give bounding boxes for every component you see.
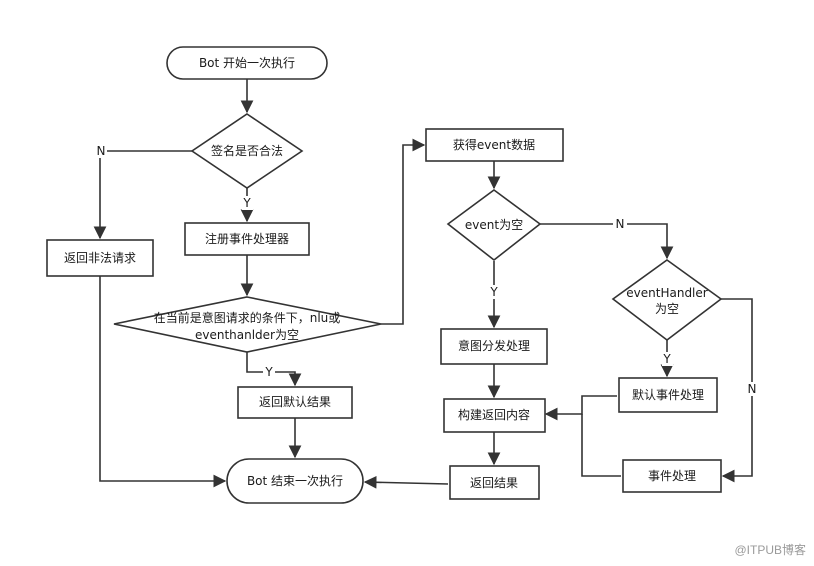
node-return-default: 返回默认结果 [237,386,353,419]
edge-return-to-end [363,475,449,489]
node-event-handler-empty: eventHandler 为空 [611,259,723,342]
node-start: Bot 开始一次执行 [166,46,328,80]
start-label: Bot 开始一次执行 [199,56,295,70]
edge-default-event-to-build [544,395,617,421]
edge-illegal-to-end [99,276,227,488]
event-yes-label: Y [489,285,498,299]
node-event-handling: 事件处理 [622,459,722,493]
event-handler-empty-label-line2: 为空 [655,302,679,316]
event-handling-label: 事件处理 [648,469,696,483]
default-event-handling-label: 默认事件处理 [632,387,704,402]
node-register-handlers: 注册事件处理器 [184,222,310,256]
handler-yes-label: Y [662,352,671,366]
event-empty-label: event为空 [465,218,523,232]
edge-event-no-to-handler-check [540,223,674,260]
watermark-text: @ITPUB博客 [734,542,806,557]
return-result-label: 返回结果 [470,476,518,490]
edge-condition-to-get-event [381,138,426,325]
node-intent-condition: 在当前是意图请求的条件下，nlu或 eventhanlder为空 [113,296,382,353]
edges [93,79,753,489]
node-intent-dispatch: 意图分发处理 [440,328,548,365]
check-signature-label: 签名是否合法 [211,143,283,158]
signature-yes-label: Y [242,196,251,210]
handler-no-label: N [748,382,757,396]
end-label: Bot 结束一次执行 [247,474,343,488]
condition-yes-label: Y [264,365,273,379]
build-response-label: 构建返回内容 [458,407,530,422]
intent-dispatch-label: 意图分发处理 [458,338,530,353]
return-illegal-label: 返回非法请求 [64,251,136,265]
intent-condition-label-line2: eventhanlder为空 [195,328,299,342]
edge-labels: N Y Y N Y Y N [95,144,759,396]
node-build-response: 构建返回内容 [443,398,546,433]
node-return-result: 返回结果 [449,465,540,500]
node-get-event-data: 获得event数据 [425,128,564,162]
return-default-label: 返回默认结果 [259,394,331,409]
node-return-illegal: 返回非法请求 [46,239,154,277]
node-default-event-handling: 默认事件处理 [618,377,718,413]
edge-signature-no-to-illegal [93,150,192,240]
event-no-label: N [616,217,625,231]
signature-no-label: N [97,144,106,158]
register-handlers-label: 注册事件处理器 [205,231,289,246]
event-handler-empty-label-line1: eventHandler [626,286,707,300]
edge-event-handling-to-build [581,414,621,477]
node-check-signature: 签名是否合法 [190,113,304,189]
intent-condition-label-line1: 在当前是意图请求的条件下，nlu或 [154,310,341,325]
get-event-data-label: 获得event数据 [453,137,535,152]
node-end: Bot 结束一次执行 [226,458,364,504]
node-event-empty: event为空 [446,189,542,262]
